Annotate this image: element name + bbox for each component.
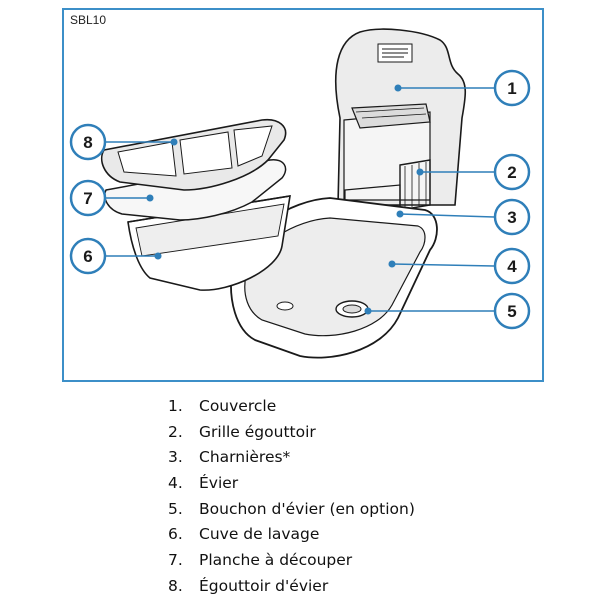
callout-7: 7 — [69, 179, 107, 217]
callout-3: 3 — [493, 198, 531, 236]
leader-line-4 — [388, 260, 495, 268]
leader-lines — [106, 84, 495, 315]
callout-5-label: 5 — [507, 302, 516, 321]
legend-number: 4. — [168, 474, 183, 493]
callout-8: 8 — [69, 123, 107, 161]
legend-number: 1. — [168, 397, 183, 415]
model-code: SBL10 — [70, 13, 107, 27]
legend-item: 6. Cuve de lavage — [168, 522, 415, 548]
legend-number: 5. — [168, 499, 183, 518]
callout-6: 6 — [69, 237, 107, 275]
legend-label: Grille égouttoir — [199, 422, 316, 441]
legend-item: 5. Bouchon d'évier (en option) — [168, 497, 415, 523]
legend-number: 6. — [168, 525, 183, 544]
callout-7-label: 7 — [83, 189, 92, 208]
legend-label: Cuve de lavage — [199, 525, 320, 544]
legend-label: Planche à découper — [199, 551, 353, 570]
legend-item: 2. Grille égouttoir — [168, 420, 415, 446]
parts-legend: 1. Couvercle 2. Grille égouttoir 3. Charniè… — [168, 394, 415, 600]
callout-5: 5 — [493, 292, 531, 330]
lid-illustration — [334, 28, 467, 206]
callout-8-label: 8 — [83, 133, 92, 152]
callout-2: 2 — [493, 153, 531, 191]
legend-label: Évier — [199, 474, 239, 493]
legend-number: 3. — [168, 448, 183, 467]
legend-item: 4. Évier — [168, 471, 415, 497]
leader-line-3 — [396, 210, 495, 218]
legend-number: 2. — [168, 422, 183, 441]
callout-2-label: 2 — [507, 163, 516, 182]
callout-3-label: 3 — [507, 208, 516, 227]
callout-6-label: 6 — [83, 247, 92, 266]
legend-number: 8. — [168, 576, 183, 595]
legend-item: 3. Charnières* — [168, 445, 415, 471]
legend-label: Bouchon d'évier (en option) — [199, 499, 415, 518]
legend-number: 7. — [168, 551, 183, 570]
callout-1: 1 — [493, 69, 531, 107]
sink-drainer-illustration — [100, 118, 287, 191]
callout-4: 4 — [493, 247, 531, 285]
legend-label: Charnières* — [199, 448, 291, 467]
legend-item: 7. Planche à découper — [168, 548, 415, 574]
callout-1-label: 1 — [507, 79, 516, 98]
legend-item: 1. Couvercle — [168, 394, 415, 420]
legend-label: Couvercle — [199, 397, 277, 415]
callout-4-label: 4 — [507, 257, 517, 276]
legend-item: 8. Égouttoir d'évier — [168, 574, 415, 600]
legend-label: Égouttoir d'évier — [199, 576, 329, 595]
